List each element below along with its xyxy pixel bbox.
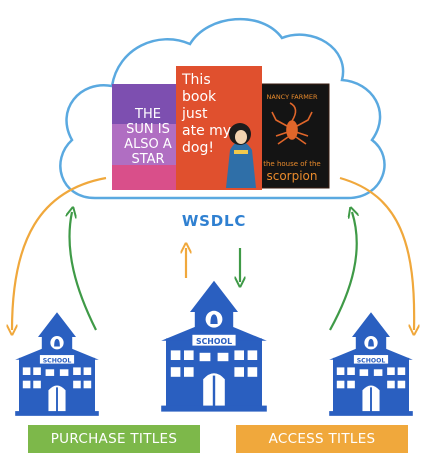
book-cover-3: NANCY FARMER the house of the scorpion [254,83,330,189]
school-left-icon: SCHOOL [14,311,100,417]
book-cover-1: THE SUN IS ALSO A STAR [112,84,180,190]
book-1-title-line-4: STAR [131,152,164,167]
purchase-titles-label: PURCHASE TITLES [28,425,200,453]
book-1-title-line-1: THE [134,107,161,122]
school-right-icon: SCHOOL [328,311,414,417]
purchase-arrow-right [329,212,357,331]
book-2-title-line-1: This [181,72,211,88]
book-3-title-line-1: the house of the [263,160,321,168]
book-3-author: NANCY FARMER [267,93,318,101]
school-left-sign: SCHOOL [43,357,72,364]
book-1-title-line-3: ALSO A [124,137,172,152]
book-3-title-line-2: scorpion [266,169,317,183]
book-2-title-line-4: ate my [182,123,231,139]
book-2-title-line-5: dog! [182,140,214,156]
book-2-title-line-3: just [181,106,208,122]
access-titles-label: ACCESS TITLES [236,425,408,453]
school-center-sign: SCHOOL [196,337,232,346]
school-center-icon: SCHOOL [159,279,268,413]
book-1-title-line-2: SUN IS [126,122,170,137]
purchase-arrow-left [69,212,97,331]
book-cover-2: This book just ate my dog! [176,66,262,190]
girl-illustration-icon [226,123,256,188]
wsdlc-label: WSDLC [181,212,247,230]
access-arrow-left [12,176,107,330]
book-2-title-line-2: book [182,89,217,105]
school-right-sign: SCHOOL [357,357,386,364]
access-arrow-right [339,176,414,330]
scorpion-icon [271,102,313,145]
